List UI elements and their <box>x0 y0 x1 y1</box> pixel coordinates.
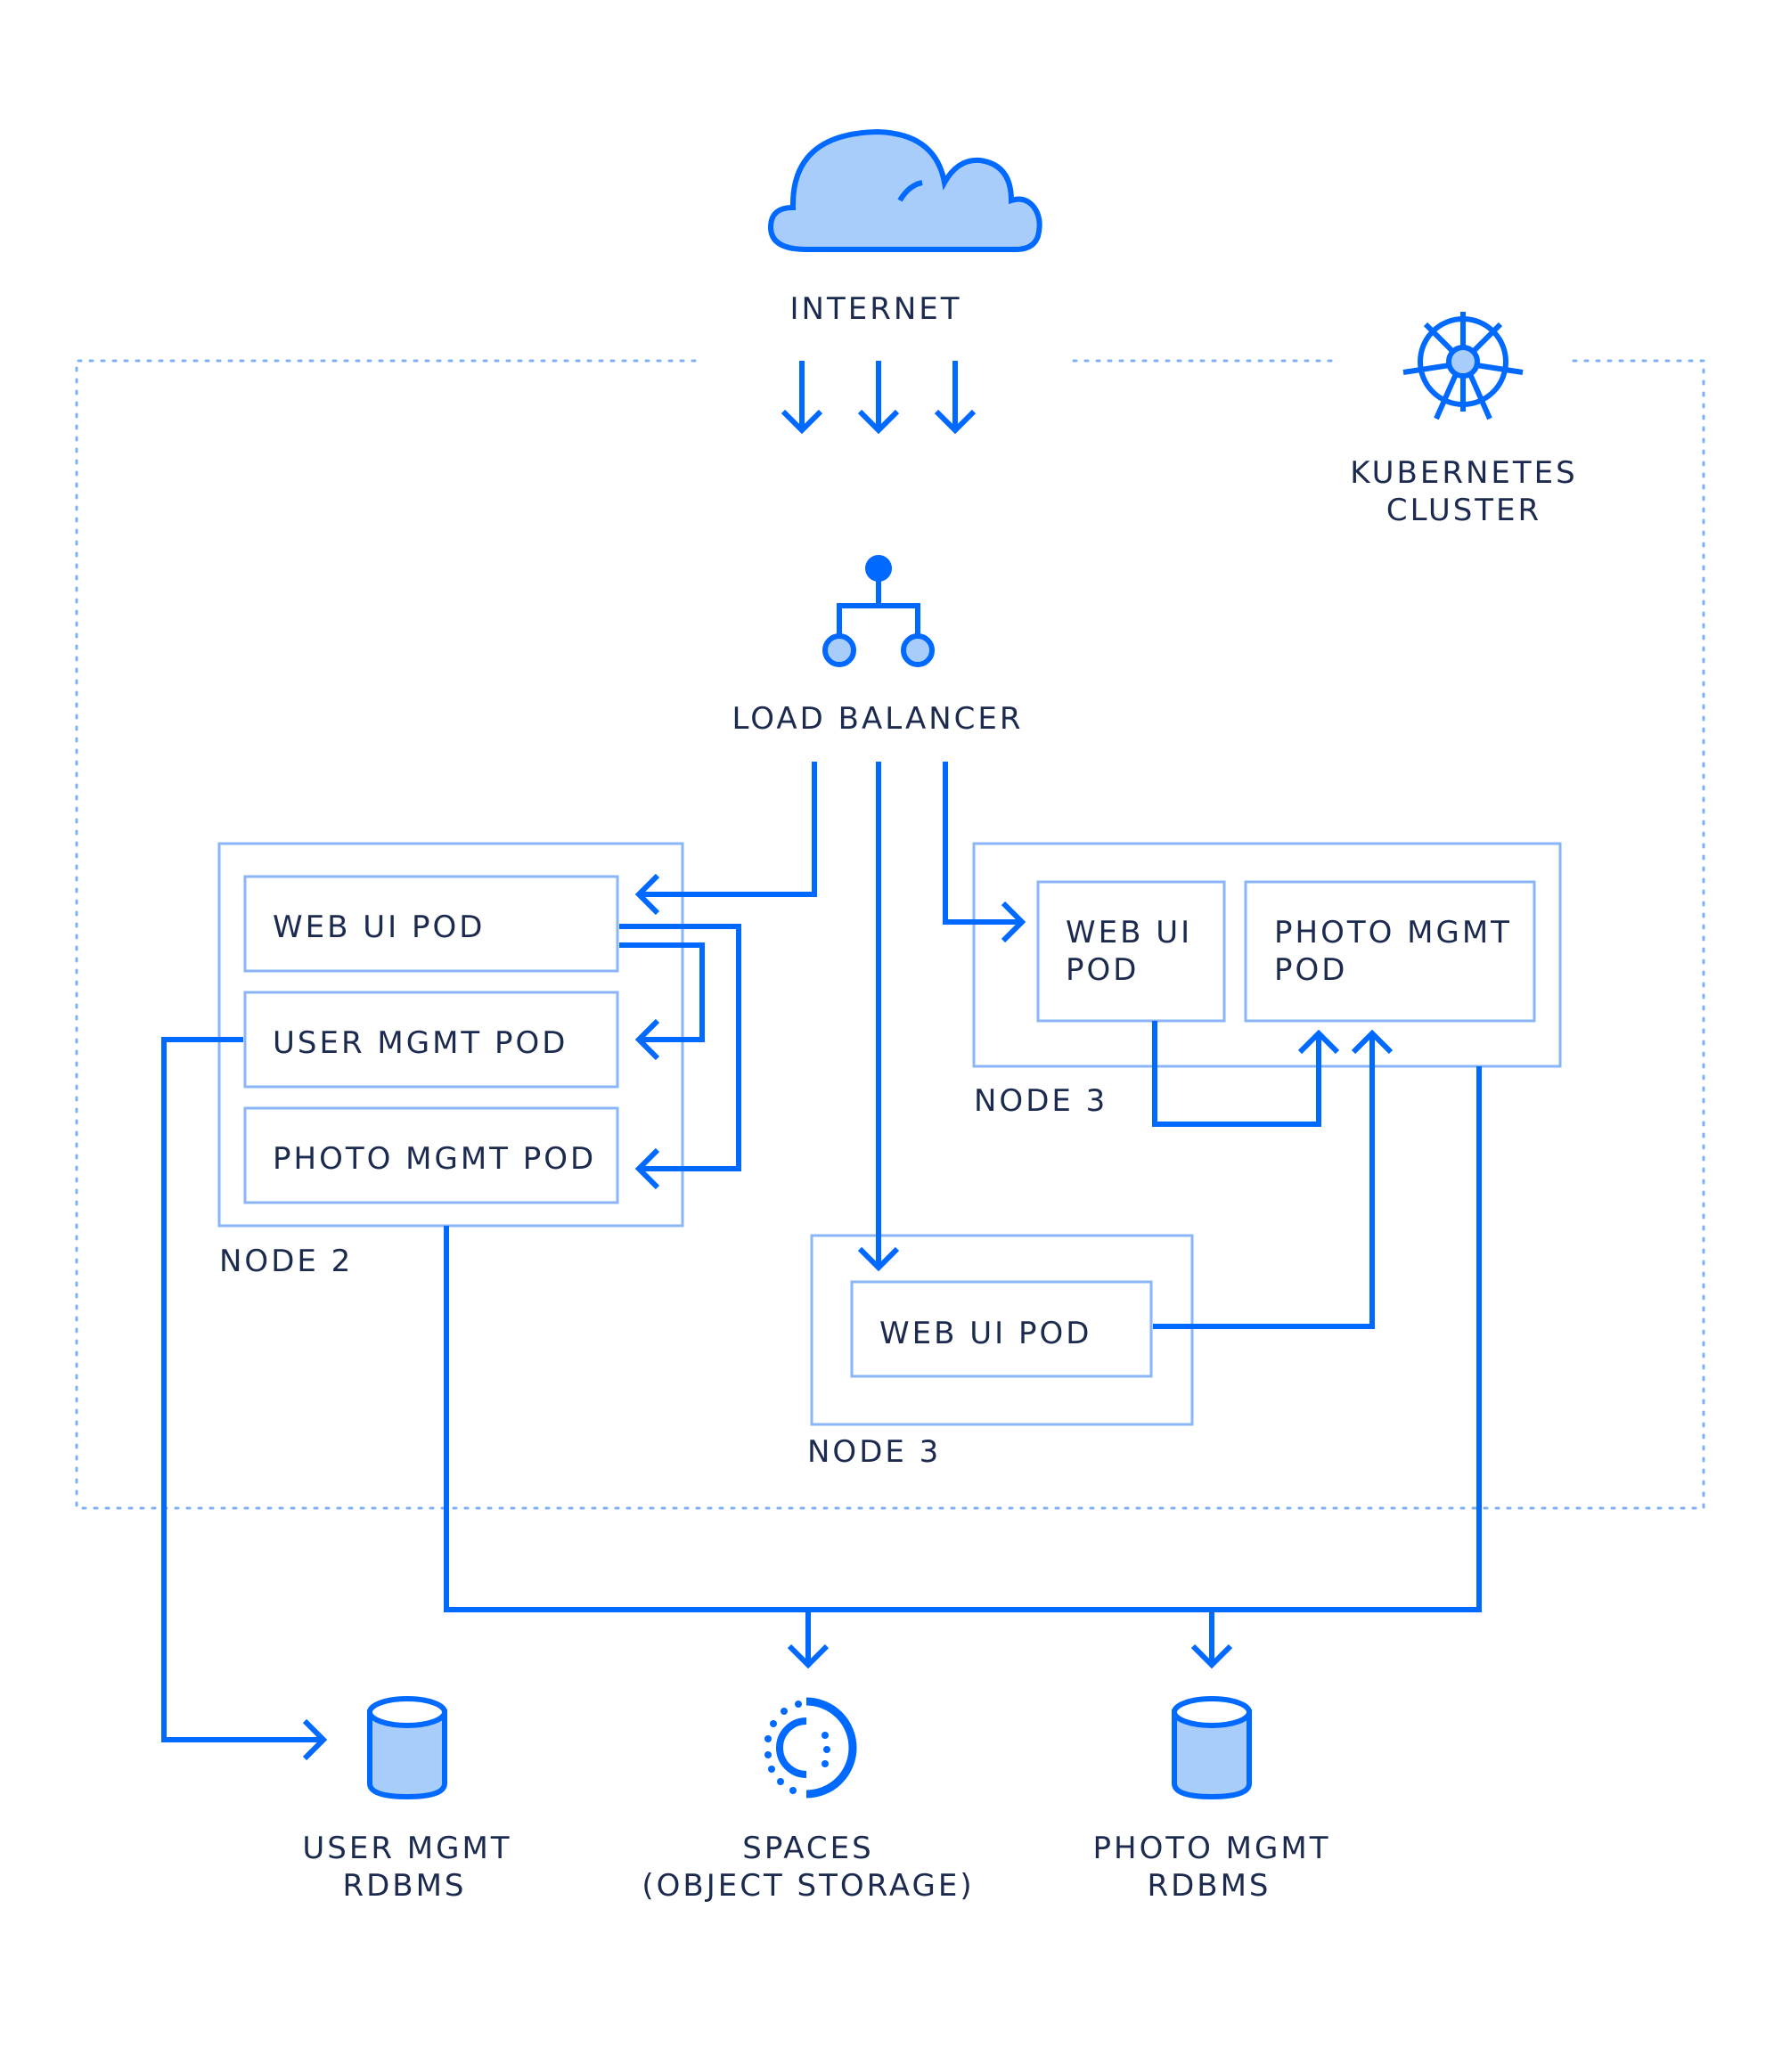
node-left-pod-photo-mgmt <box>243 1106 619 1204</box>
lb-to-right-web-ui-arrow <box>943 762 1026 943</box>
internet-arrows <box>781 361 977 435</box>
node-left-pod-user-mgmt-label: USER MGMT POD <box>273 1025 568 1061</box>
lb-to-left-web-ui-arrow <box>634 762 817 916</box>
internet-label: INTERNET <box>789 291 961 327</box>
node-left-box <box>217 842 684 1228</box>
user-mgmt-rdbms-label-1: USER MGMT <box>302 1831 511 1866</box>
center-web-ui-to-photo-mgmt-arrow <box>1153 1029 1394 1329</box>
node-right-pod-web-ui <box>1036 880 1226 1023</box>
user-mgmt-to-rdbms-arrow <box>161 1037 328 1761</box>
node-left-label: NODE 2 <box>219 1244 353 1279</box>
node-right-pod-web-ui-label-2: POD <box>1066 952 1139 988</box>
node-center-label: NODE 3 <box>807 1434 941 1470</box>
node-left-pod-web-ui <box>243 875 619 973</box>
node-right-label: NODE 3 <box>974 1083 1108 1119</box>
node-right-pod-photo-mgmt-label-2: POD <box>1274 952 1347 988</box>
node-right-pod-photo-mgmt-label-1: PHOTO MGMT <box>1274 915 1512 950</box>
node-center-box <box>810 1234 1194 1426</box>
load-balancer-label: LOAD BALANCER <box>732 701 1024 737</box>
node-left-pod-web-ui-label: WEB UI POD <box>273 910 485 945</box>
lb-to-center-web-ui-arrow <box>857 762 900 1272</box>
load-balancer-icon <box>822 555 935 667</box>
node-right-pod-photo-mgmt <box>1244 880 1536 1023</box>
kubernetes-helm-icon <box>1402 312 1524 420</box>
node-center-pod-web-ui-label: WEB UI POD <box>879 1316 1091 1351</box>
spaces-object-storage-icon <box>764 1697 857 1799</box>
spaces-label-1: SPACES <box>742 1831 873 1866</box>
left-web-ui-to-photo-mgmt-arrow <box>619 924 741 1190</box>
node-left-pod-photo-mgmt-label: PHOTO MGMT POD <box>273 1141 596 1177</box>
cluster-label-line2: CLUSTER <box>1386 493 1541 528</box>
node-right-box <box>972 842 1562 1068</box>
photo-mgmt-rdbms-label-1: PHOTO MGMT <box>1093 1831 1331 1866</box>
storage-bus <box>444 1066 1482 1669</box>
cluster-label-line1: KUBERNETES <box>1350 455 1577 491</box>
node-center-pod-web-ui <box>850 1280 1153 1378</box>
user-mgmt-rdbms-label-2: RDBMS <box>342 1868 466 1904</box>
user-mgmt-database-icon <box>367 1696 447 1800</box>
spaces-label-2: (OBJECT STORAGE) <box>642 1868 974 1904</box>
photo-mgmt-database-icon <box>1172 1696 1252 1800</box>
left-web-ui-to-user-mgmt-arrow <box>619 942 705 1061</box>
cloud-icon <box>767 128 1042 252</box>
node-left-pod-user-mgmt <box>243 991 619 1089</box>
photo-mgmt-rdbms-label-2: RDBMS <box>1147 1868 1271 1904</box>
right-web-ui-to-photo-mgmt-arrow <box>1152 1021 1340 1127</box>
node-right-pod-web-ui-label-1: WEB UI <box>1066 915 1192 950</box>
